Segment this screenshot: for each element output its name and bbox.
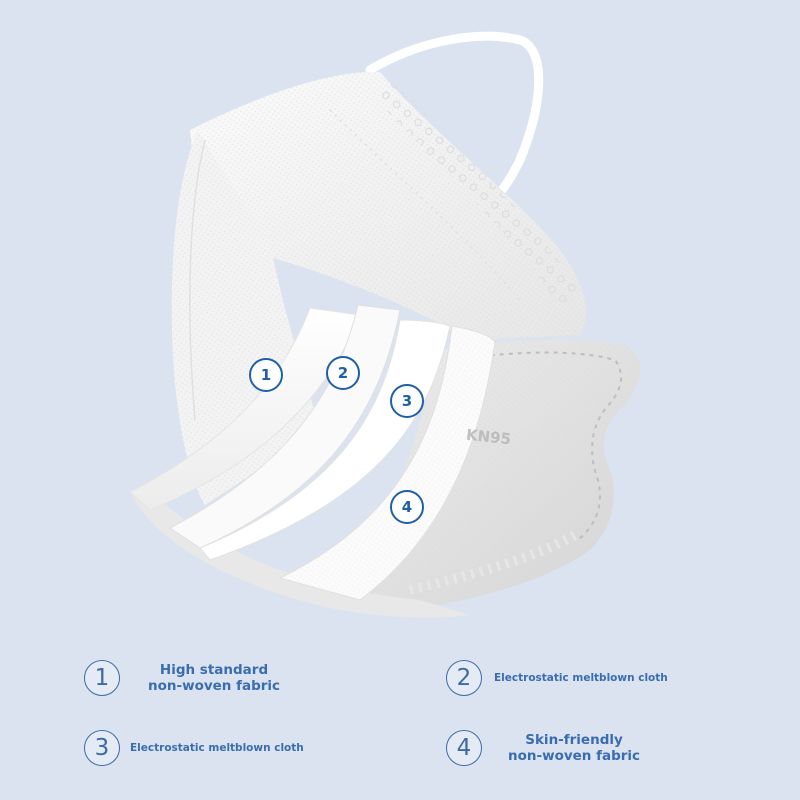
legend-label-4: Skin-friendly non-woven fabric — [508, 732, 641, 764]
mask-illustration — [129, 31, 641, 618]
legend-number-2: 2 — [446, 660, 482, 696]
legend-item-4: 4 Skin-friendly non-woven fabric — [446, 730, 640, 766]
layer-badge-3: 3 — [390, 384, 424, 418]
legend-label-1: High standard non-woven fabric — [148, 662, 281, 694]
legend-item-2: 2 Electrostatic meltblown cloth — [446, 660, 668, 696]
mask-lower-rim — [130, 490, 470, 618]
layer-badge-2: 2 — [326, 356, 360, 390]
layer-legend: 1 High standard non-woven fabric 2 Elect… — [0, 640, 800, 800]
filter-layer-3 — [199, 319, 451, 561]
layer-badge-4: 4 — [390, 490, 424, 524]
legend-item-3: 3 Electrostatic meltblown cloth — [84, 730, 304, 766]
legend-item-1: 1 High standard non-woven fabric — [84, 660, 280, 696]
legend-label-3: Electrostatic meltblown cloth — [130, 742, 304, 754]
legend-number-4: 4 — [446, 730, 482, 766]
layer-badge-1: 1 — [249, 358, 283, 392]
legend-label-2: Electrostatic meltblown cloth — [494, 672, 668, 684]
ear-loop — [365, 31, 544, 210]
legend-number-3: 3 — [84, 730, 120, 766]
legend-number-1: 1 — [84, 660, 120, 696]
